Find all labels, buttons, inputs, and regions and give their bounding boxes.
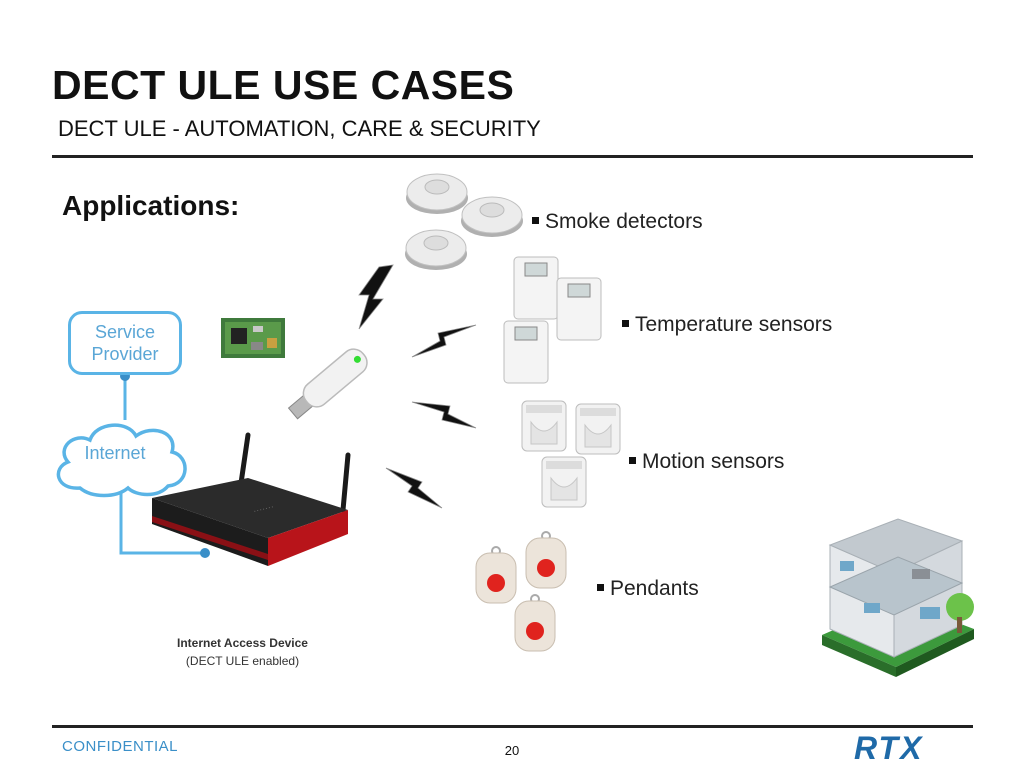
pendant-icon [514,594,556,652]
bullet-smoke-detectors: Smoke detectors [532,210,703,234]
bullet-square-icon [622,320,629,327]
motion-sensor-icon [541,456,587,508]
bullet-square-icon [532,217,539,224]
thermostat-icon [513,256,559,320]
bullet-label: Temperature sensors [635,313,833,336]
smoke-detector-icon [406,173,468,214]
internet-access-device-subtitle: (DECT ULE enabled) [185,654,300,668]
slide-subtitle: DECT ULE - AUTOMATION, CARE & SECURITY [58,116,541,141]
smoke-detector-icon [405,229,467,270]
bullet-square-icon [597,584,604,591]
internet-label: Internet [84,443,146,463]
page-number: 20 [504,743,520,758]
house-cutaway-icon [822,518,974,677]
applications-heading: Applications: [62,190,240,221]
pendant-icon [525,531,567,589]
cloud-icon [56,423,187,498]
footer-divider [52,725,973,728]
svg-text:·······: ······· [252,501,275,516]
internet-access-device-title: Internet Access Device [177,636,308,650]
circuit-module-icon [221,318,285,358]
service-provider-line1: Service [94,322,156,342]
slide-title: DECT ULE USE CASES [52,62,515,108]
service-provider-line2: Provider [91,344,159,364]
bullet-pendants: Pendants [597,577,699,601]
lightning-bolt-icon [411,401,477,429]
lightning-bolt-icon [385,467,443,509]
usb-dongle-icon [287,348,368,420]
bullet-label: Pendants [610,577,699,600]
bullet-square-icon [629,457,636,464]
lightning-bolt-icon [358,264,394,330]
confidential-label: CONFIDENTIAL [62,738,179,755]
bullet-motion-sensors: Motion sensors [629,450,784,474]
motion-sensor-icon [521,400,567,452]
service-provider-box: Service Provider [68,311,182,375]
bullet-temperature-sensors: Temperature sensors [622,313,832,337]
rtx-logo: RTX [854,730,924,766]
lightning-bolt-icon [411,324,477,358]
pendant-icon [475,546,517,604]
bullet-label: Motion sensors [642,450,785,473]
router-icon: ······· [152,432,351,566]
thermostat-icon [503,320,549,384]
motion-sensor-icon [575,403,621,455]
smoke-detector-icon [461,196,523,237]
bullet-label: Smoke detectors [545,210,703,233]
thermostat-icon [556,277,602,341]
header-divider [52,155,973,158]
